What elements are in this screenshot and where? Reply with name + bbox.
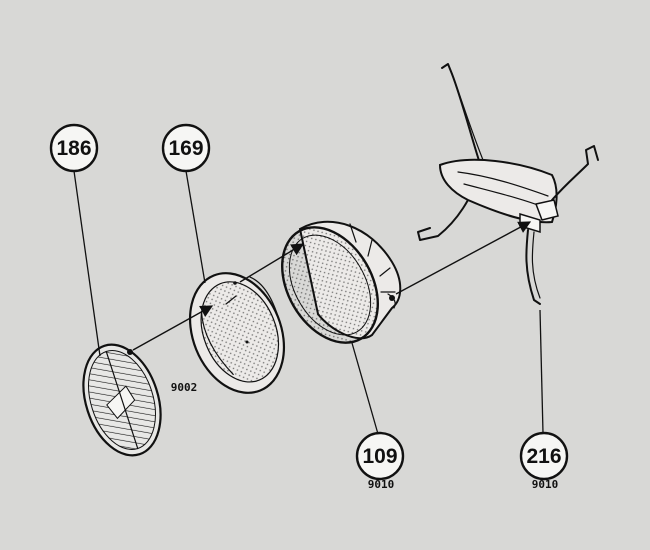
leader-line-109 xyxy=(351,342,379,435)
assembly-arrow-housing-to-bracket xyxy=(395,221,532,295)
part-code-216: 9010 xyxy=(532,478,559,491)
part-code-109: 9010 xyxy=(368,478,395,491)
assembly-arrow-rim-to-housing xyxy=(239,243,305,283)
callout-169: 169 xyxy=(161,123,211,173)
leader-line-186 xyxy=(73,170,101,357)
callout-109: 109 xyxy=(355,431,405,481)
leader-line-169 xyxy=(185,170,206,284)
callout-label-216: 216 xyxy=(526,445,561,468)
leader-line-216 xyxy=(539,309,544,434)
assembly-arrow-lens-to-rim xyxy=(132,305,214,351)
part-code-9002: 9002 xyxy=(171,381,198,394)
callout-label-169: 169 xyxy=(168,137,203,160)
callout-186: 186 xyxy=(49,123,99,173)
reflector-housing-part xyxy=(281,220,402,344)
callout-label-186: 186 xyxy=(56,137,91,160)
lamp-rim-part xyxy=(188,272,286,394)
headlamp-lens-part xyxy=(82,343,162,457)
callout-216: 216 xyxy=(519,431,569,481)
callout-label-109: 109 xyxy=(362,445,397,468)
